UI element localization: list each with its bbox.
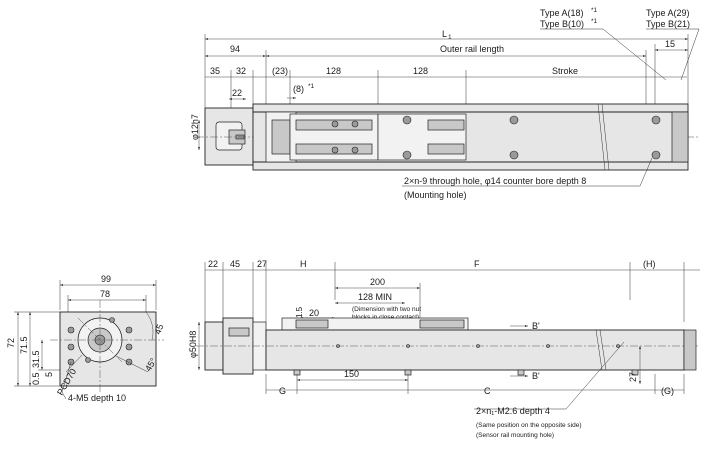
label-dim-45-end: 45: [152, 323, 165, 336]
top-view: Type A(18) *1 Type B(10) *1 Type A(29) T…: [190, 7, 700, 200]
label-contact-note-1: (Dimension with two nut: [352, 306, 421, 313]
label-dim-94: 94: [230, 44, 240, 54]
label-dim-15: 15: [665, 39, 675, 49]
label-contact-note-2: blocks in close contact): [352, 314, 419, 321]
label-note-mark-1: *1: [591, 7, 598, 14]
label-dim-5: 5: [44, 372, 54, 377]
label-dim-99: 99: [101, 274, 111, 284]
label-hole-note-2: (Mounting hole): [404, 190, 467, 200]
label-dim-h-paren: (H): [643, 259, 656, 269]
label-section-b1: B': [532, 321, 540, 331]
label-l1: L: [442, 29, 447, 39]
label-dim-150: 150: [344, 369, 359, 379]
label-sensor-note-1: 2×n₁-M2.6 depth 4: [476, 406, 550, 416]
label-sensor-note-2: (Same position on the opposite side): [476, 422, 582, 429]
label-section-b2: B': [532, 371, 540, 381]
label-outer-rail: Outer rail length: [440, 44, 504, 54]
label-type-a-29: Type A(29): [646, 8, 690, 18]
label-hole-note-1: 2×n-9 through hole, φ14 counter bore dep…: [404, 176, 586, 186]
label-type-b-21: Type B(21): [646, 19, 690, 29]
label-dim-8: (8): [293, 84, 304, 94]
label-sensor-note-3: (Sensor rail mounting hole): [476, 432, 554, 439]
label-dim-f: F: [474, 259, 480, 269]
label-tap: 4-M5 depth 10: [68, 393, 126, 403]
label-dim-g-paren: (G): [661, 386, 674, 396]
label-dim-27-vert: 27: [628, 372, 638, 382]
label-dim-32: 32: [236, 66, 246, 76]
label-dim-h: H: [300, 259, 307, 269]
label-dim-22-top: 22: [232, 88, 242, 98]
label-dim-20: 20: [309, 308, 319, 318]
label-dim-72: 72: [6, 338, 16, 348]
label-dim-0-5: 0.5: [31, 372, 41, 385]
label-dim-27-front: 27: [257, 259, 267, 269]
label-note-mark-2: *1: [591, 18, 598, 25]
end-view: 99 78 45 45° 72 71.5: [6, 274, 165, 403]
label-stroke: Stroke: [552, 66, 578, 76]
label-dim-g: G: [279, 386, 286, 396]
label-type-a-18: Type A(18): [540, 8, 584, 18]
label-type-b-10: Type B(10): [540, 19, 584, 29]
label-dim-45-front: 45: [230, 259, 240, 269]
label-dim-35: 35: [210, 66, 220, 76]
label-dim-78: 78: [100, 289, 110, 299]
label-dim-22-front: 22: [208, 259, 218, 269]
label-dim-200: 200: [370, 277, 385, 287]
label-dim-128b: 128: [413, 66, 428, 76]
label-note-mark-3: *1: [308, 83, 315, 90]
label-dim-31-5: 31.5: [31, 350, 41, 368]
label-l1-sub: 1: [448, 34, 452, 41]
label-dia-50: φ50H8: [188, 331, 198, 358]
label-dim-23: (23): [272, 66, 288, 76]
label-dim-c: C: [484, 386, 491, 396]
label-dim-71-5: 71.5: [19, 336, 29, 354]
label-dim-1-5: 1.5: [295, 306, 304, 318]
label-shaft-dia: φ12h7: [190, 114, 200, 140]
label-dim-128a: 128: [326, 66, 341, 76]
front-view: 22 45 27 H F (H) 200 128 MIN (Dimension …: [188, 259, 700, 439]
label-dim-128-min: 128 MIN: [358, 292, 392, 302]
